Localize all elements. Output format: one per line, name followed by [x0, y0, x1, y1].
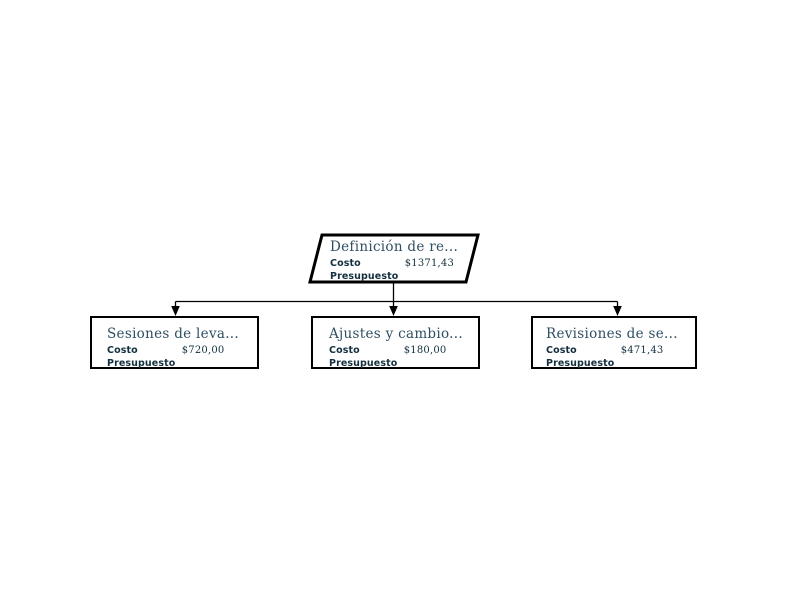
child-3-cost-row: Costo $471,43	[533, 344, 695, 357]
child-1-title: Sesiones de leva...	[107, 326, 239, 342]
child-2-budget-label: Presupuesto	[329, 358, 398, 369]
arrowhead-child-2	[389, 306, 398, 316]
child-1-content: Sesiones de leva... Costo $720,00 Presup…	[92, 322, 257, 370]
child-2-title: Ajustes y cambio...	[329, 326, 463, 342]
arrowhead-child-3	[613, 306, 622, 316]
root-cost-row: Costo $1371,43	[308, 257, 480, 270]
root-cost-value: $1371,43	[404, 258, 455, 269]
node-child-3[interactable]: Revisiones de se... Costo $471,43 Presup…	[531, 316, 697, 369]
child-3-title: Revisiones de se...	[546, 326, 678, 342]
node-root[interactable]: Definición de re... Costo $1371,43 Presu…	[308, 233, 480, 284]
child-3-budget-label: Presupuesto	[546, 358, 615, 369]
child-3-cost-value: $471,43	[620, 345, 664, 356]
root-node-title: Definición de re...	[330, 239, 459, 255]
child-1-budget-label: Presupuesto	[107, 358, 176, 369]
root-budget-row: Presupuesto	[308, 270, 480, 283]
child-3-budget-row: Presupuesto	[533, 357, 695, 370]
child-3-content: Revisiones de se... Costo $471,43 Presup…	[533, 322, 695, 370]
node-child-1[interactable]: Sesiones de leva... Costo $720,00 Presup…	[90, 316, 259, 369]
root-node-outline	[308, 233, 480, 284]
root-node-content: Definición de re... Costo $1371,43 Presu…	[308, 233, 480, 283]
child-2-budget-row: Presupuesto	[313, 357, 478, 370]
child-2-content: Ajustes y cambio... Costo $180,00 Presup…	[313, 322, 478, 370]
child-2-cost-row: Costo $180,00	[313, 344, 478, 357]
child-1-cost-value: $720,00	[181, 345, 225, 356]
root-budget-label: Presupuesto	[330, 271, 399, 282]
child-2-cost-label: Costo	[329, 345, 360, 356]
child-1-cost-label: Costo	[107, 345, 138, 356]
root-cost-label: Costo	[330, 258, 361, 269]
child-1-budget-row: Presupuesto	[92, 357, 257, 370]
child-1-cost-row: Costo $720,00	[92, 344, 257, 357]
node-child-2[interactable]: Ajustes y cambio... Costo $180,00 Presup…	[311, 316, 480, 369]
child-2-cost-value: $180,00	[403, 345, 447, 356]
arrowhead-child-1	[171, 306, 180, 316]
child-3-cost-label: Costo	[546, 345, 577, 356]
